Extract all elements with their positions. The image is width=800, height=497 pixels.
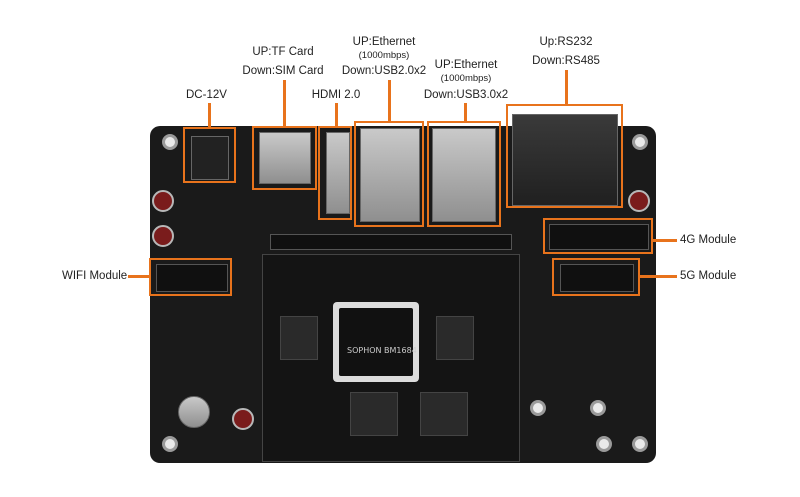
5g-leader [640,275,677,278]
memory-chip [436,316,474,360]
serial-highlight [506,104,623,208]
ethernet1-highlight [354,121,424,227]
ethernet1-speed-label: (1000mbps) [358,50,410,61]
mount-hole [162,134,178,150]
ethernet2-leader [464,103,467,121]
tf-card-label: UP:TF Card [252,46,314,58]
hdmi-highlight [318,126,352,220]
ethernet2-speed-label: (1000mbps) [440,73,492,84]
wifi-leader [128,275,149,278]
ethernet2-highlight [427,121,501,227]
mount-hole [530,400,546,416]
memory-chip [280,316,318,360]
board-to-board-connector [270,234,512,250]
capacitor [232,408,254,430]
soc-chip: SOPHON BM1684 [333,302,419,382]
wifi-slot [156,264,228,292]
4g-leader [653,239,677,242]
capacitor [152,190,174,212]
sim-card-label: Down:SIM Card [242,65,324,77]
dc-label: DC-12V [186,89,227,101]
ethernet2-label: UP:Ethernet [434,59,498,71]
4g-module-label: 4G Module [680,234,737,246]
wifi-module-label: WIFI Module [62,270,128,282]
tf-leader [283,80,286,126]
5g-highlight [552,258,640,296]
serial-leader [565,70,568,104]
ethernet-port-1 [360,128,420,222]
4g-highlight [543,218,653,254]
5g-slot [560,264,634,292]
4g-slot [549,224,649,250]
wifi-highlight [149,258,232,296]
hdmi-leader [335,103,338,126]
ethernet-port-2 [432,128,496,222]
capacitor [152,225,174,247]
memory-chip [420,392,468,436]
mount-hole [590,400,606,416]
dc-jack [191,136,229,180]
mount-hole [162,436,178,452]
mount-hole [632,134,648,150]
mount-hole [632,436,648,452]
tf-card-highlight [252,126,317,190]
dc-leader [208,103,211,127]
coin-battery [178,396,210,428]
soc-label: SOPHON BM1684 [347,346,417,355]
memory-chip [350,392,398,436]
ethernet1-label: UP:Ethernet [352,36,416,48]
capacitor [628,190,650,212]
hdmi-label: HDMI 2.0 [311,89,361,101]
usb2-label: Down:USB2.0x2 [341,65,427,77]
mount-hole [596,436,612,452]
usb3-label: Down:USB3.0x2 [423,89,509,101]
rs485-label: Down:RS485 [532,55,600,67]
soc-die [339,308,413,376]
tf-card-slot [259,132,311,184]
dc-jack-highlight [183,127,236,183]
serial-connector [512,114,618,206]
rs232-label: Up:RS232 [539,36,593,48]
5g-module-label: 5G Module [680,270,737,282]
ethernet1-leader [388,80,391,121]
hdmi-port [326,132,350,214]
